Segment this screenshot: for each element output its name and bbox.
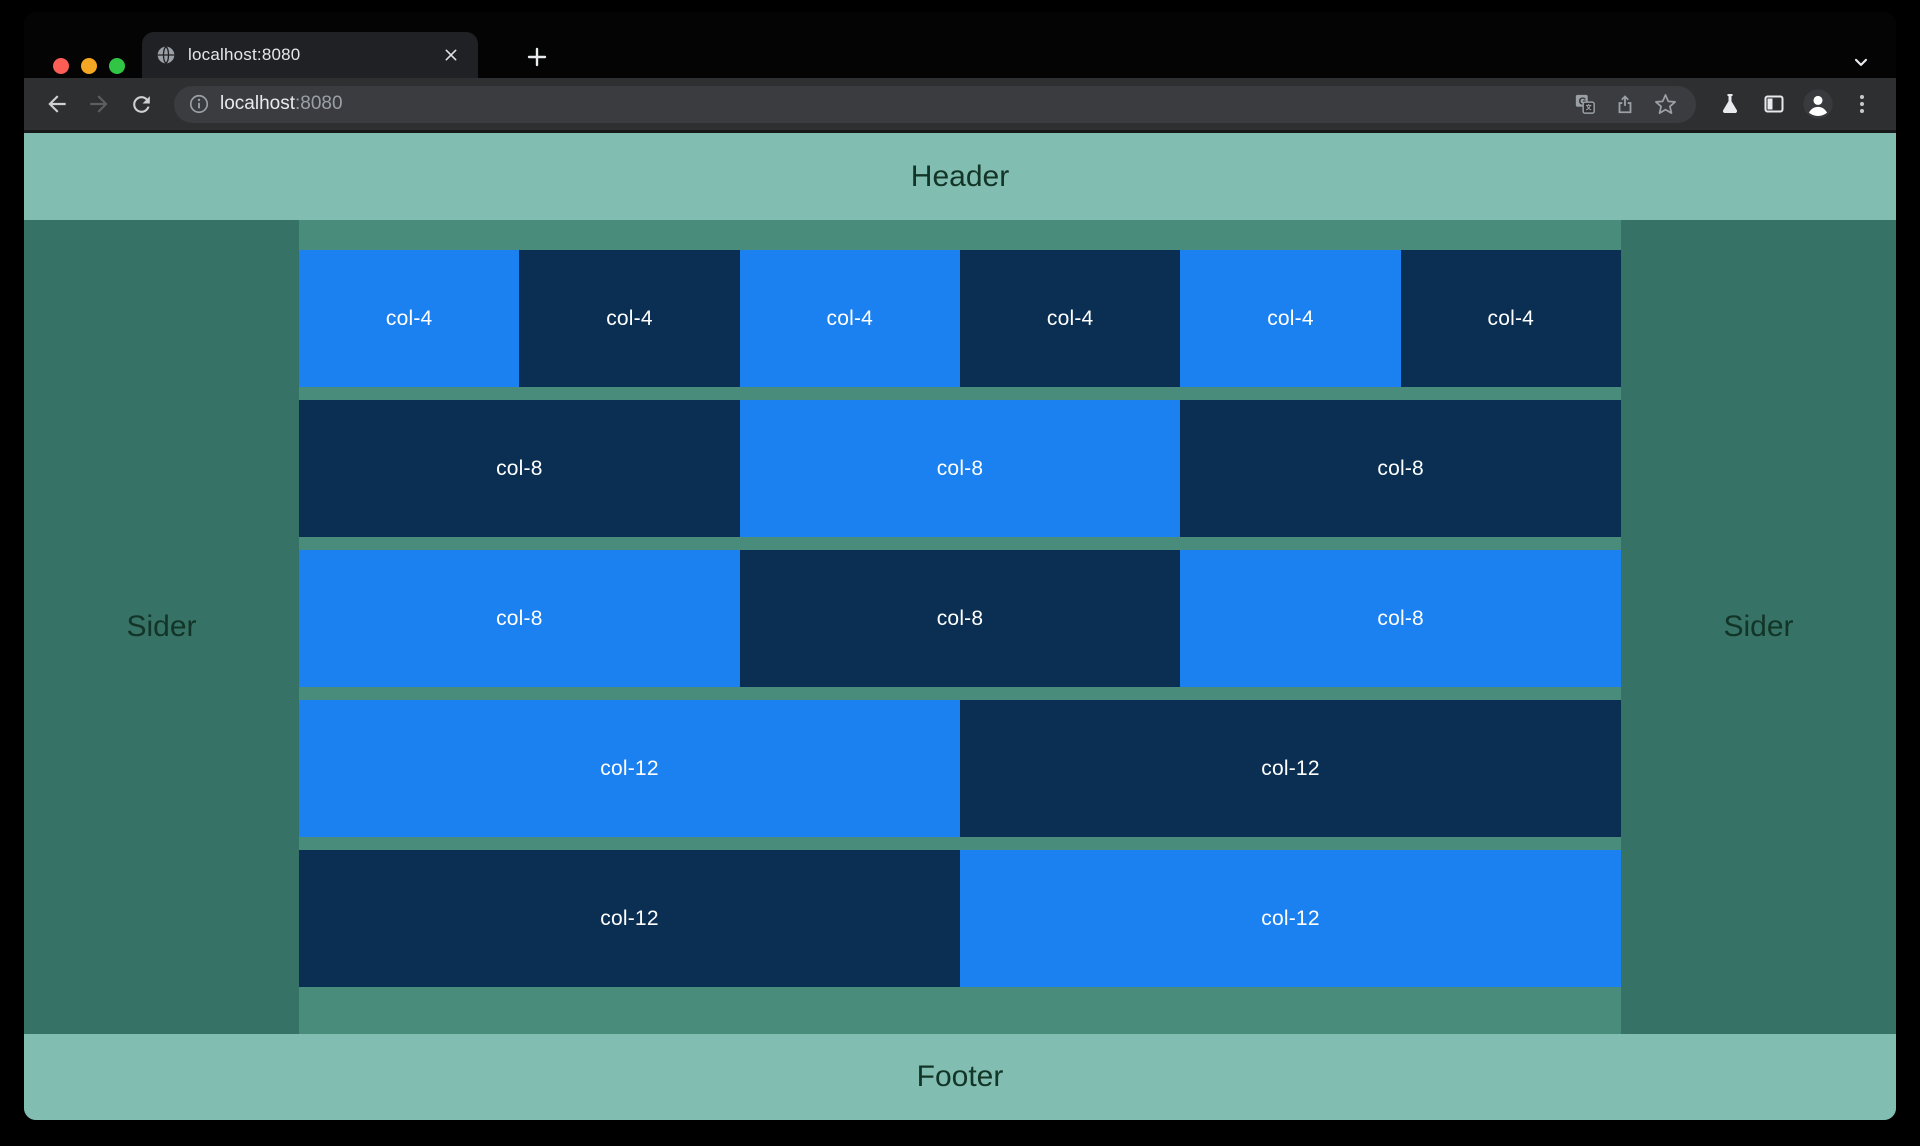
back-button[interactable] [38, 85, 76, 123]
url-port: :8080 [295, 93, 343, 114]
translate-icon[interactable]: G [1568, 87, 1602, 121]
address-bar[interactable]: localhost:8080 G [174, 85, 1696, 123]
globe-icon [156, 45, 176, 65]
grid-col: col-4 [959, 250, 1181, 387]
tab-strip: localhost:8080 [24, 12, 1896, 78]
grid-col: col-8 [739, 400, 1181, 537]
close-window-button[interactable] [53, 58, 69, 74]
close-icon[interactable] [438, 42, 464, 68]
sider-left: Sider [24, 220, 299, 1034]
grid-col: col-8 [299, 400, 740, 537]
profile-button[interactable] [1798, 84, 1838, 124]
share-icon[interactable] [1608, 87, 1642, 121]
tab-title: localhost:8080 [188, 45, 301, 64]
bookmark-star-icon[interactable] [1648, 87, 1682, 121]
sider-right: Sider [1621, 220, 1896, 1034]
grid-col: col-12 [960, 850, 1621, 987]
reload-button[interactable] [122, 85, 160, 123]
grid-col: col-12 [960, 700, 1621, 837]
grid-col: col-4 [1400, 250, 1621, 387]
grid-col: col-8 [299, 550, 740, 687]
page-footer: Footer [24, 1034, 1896, 1120]
site-info-icon[interactable] [188, 93, 210, 115]
chevron-down-icon [1851, 52, 1871, 72]
flask-icon [1718, 92, 1742, 116]
url-host: localhost [220, 93, 295, 114]
grid-col: col-8 [1180, 550, 1621, 687]
window-controls [53, 58, 125, 74]
grid-col: col-8 [739, 550, 1181, 687]
grid-col: col-12 [299, 850, 960, 987]
browser-toolbar: localhost:8080 G [24, 78, 1896, 133]
svg-text:G: G [1579, 96, 1587, 107]
side-panel-button[interactable] [1754, 84, 1794, 124]
grid-col: col-4 [739, 250, 960, 387]
grid-col: col-4 [519, 250, 740, 387]
fullscreen-window-button[interactable] [109, 58, 125, 74]
new-tab-button[interactable] [520, 40, 554, 74]
profile-avatar-icon [1802, 88, 1834, 120]
page-header: Header [24, 133, 1896, 220]
tab-menu-button[interactable] [1846, 50, 1876, 74]
grid-col: col-4 [299, 250, 520, 387]
plus-icon [525, 45, 549, 69]
browser-tab[interactable]: localhost:8080 [142, 32, 478, 78]
minimize-window-button[interactable] [81, 58, 97, 74]
forward-button[interactable] [80, 85, 118, 123]
address-text[interactable]: localhost:8080 [220, 93, 1562, 115]
grid-col: col-4 [1180, 250, 1401, 387]
back-arrow-icon [44, 91, 70, 117]
side-panel-icon [1762, 92, 1786, 116]
experiments-button[interactable] [1710, 84, 1750, 124]
forward-arrow-icon [86, 91, 112, 117]
grid-col: col-12 [299, 700, 960, 837]
more-vert-icon [1850, 92, 1874, 116]
grid-col: col-8 [1180, 400, 1621, 537]
browser-window: localhost:8080 [24, 12, 1896, 1120]
reload-icon [129, 92, 154, 117]
browser-menu-button[interactable] [1842, 84, 1882, 124]
